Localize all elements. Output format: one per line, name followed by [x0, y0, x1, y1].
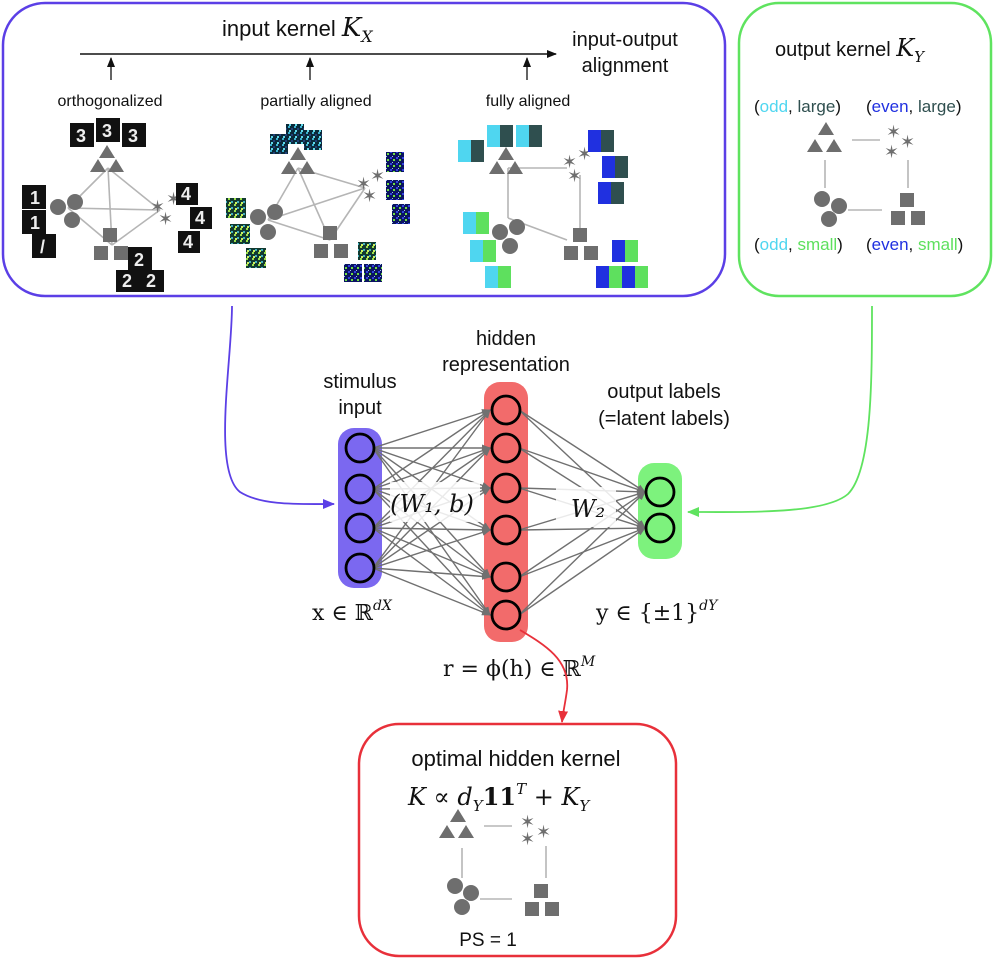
- svg-text:✶: ✶: [158, 209, 173, 229]
- svg-text:✶: ✶: [536, 822, 551, 842]
- output-kernel-box: [737, 1, 993, 298]
- output-labels-label-2: (=latent labels): [598, 408, 730, 430]
- r-formula: r = ϕ(h) ∈ ℝM: [443, 654, 596, 682]
- output-kernel-graph: ✶✶✶: [807, 122, 925, 227]
- ps-label: PS = 1: [459, 930, 517, 951]
- mnist-digits-1: 1 1 /: [22, 185, 56, 258]
- output-kernel-title: output kernel KY: [775, 34, 926, 66]
- mnist-digits-2: 2 2 2: [116, 247, 164, 292]
- graph-orthogonalized: ✶✶✶ 3 3 3 1 1 / 4 4 4 2 2 2: [22, 118, 212, 292]
- svg-text:✶: ✶: [562, 152, 577, 172]
- svg-text:✶: ✶: [356, 174, 371, 194]
- stage-label-orthogonalized: orthogonalized: [58, 93, 163, 110]
- input-kernel-title: input kernel KX: [222, 13, 373, 46]
- svg-text:3: 3: [102, 121, 112, 141]
- graph-fully-aligned: ✶✶✶: [458, 125, 648, 288]
- graph-partially-aligned: ✶✶✶: [226, 124, 410, 282]
- svg-text:✶: ✶: [150, 197, 165, 217]
- square-cluster: [94, 228, 128, 260]
- stage-label-partially-aligned: partially aligned: [260, 93, 371, 110]
- svg-text:1: 1: [30, 188, 40, 208]
- hidden-layer-bar: [484, 382, 528, 642]
- svg-text:✶: ✶: [886, 122, 901, 142]
- svg-text:✶: ✶: [370, 166, 385, 186]
- mnist-digits-4: 4 4 4: [176, 183, 212, 253]
- svg-text:2: 2: [122, 271, 132, 291]
- label-odd-large: (odd, large): [754, 97, 841, 116]
- axis-end-label: input-output: [572, 29, 678, 51]
- mnist-digits-3: 3 3 3: [70, 118, 146, 147]
- input-kernel-to-input-arrow: [224, 305, 335, 510]
- x-formula: x ∈ ℝdX: [312, 598, 393, 626]
- hidden-representation-label-2: representation: [442, 354, 570, 376]
- y-formula: y ∈ {±1}dY: [595, 598, 719, 626]
- w1-label: (W₁, b): [390, 490, 474, 518]
- svg-text:✶: ✶: [900, 132, 915, 152]
- label-odd-small: (odd, small): [754, 235, 843, 254]
- w2-label: W₂: [571, 495, 605, 523]
- axis-end-label-2: alignment: [582, 55, 669, 77]
- hidden-to-optimal-kernel-arrow: [519, 629, 569, 723]
- stimulus-input-label: stimulus: [323, 371, 396, 393]
- svg-text:4: 4: [195, 208, 205, 228]
- stimulus-input-label-2: input: [338, 397, 382, 419]
- svg-text:✶: ✶: [362, 186, 377, 206]
- svg-text:2: 2: [134, 250, 144, 270]
- output-neurons: [644, 476, 676, 544]
- svg-text:4: 4: [181, 184, 191, 204]
- svg-text:✶: ✶: [520, 812, 535, 832]
- input-kernel-box: [1, 1, 727, 298]
- optimal-kernel-title: optimal hidden kernel: [411, 746, 620, 771]
- optimal-kernel-box: [357, 722, 678, 958]
- svg-text:3: 3: [128, 126, 138, 146]
- noisy-digit-patches: [226, 124, 410, 282]
- stage-label-fully-aligned: fully aligned: [486, 93, 571, 110]
- label-even-small: (even, small): [866, 235, 963, 254]
- svg-text:/: /: [40, 237, 45, 257]
- svg-text:✶: ✶: [567, 166, 582, 186]
- input-neurons: [344, 432, 376, 584]
- svg-text:✶: ✶: [520, 829, 535, 849]
- hidden-neurons: [490, 394, 522, 631]
- circle-cluster: [50, 194, 83, 228]
- output-kernel-to-output-arrow: [687, 305, 873, 518]
- svg-text:3: 3: [76, 126, 86, 146]
- svg-text:✶: ✶: [884, 142, 899, 162]
- hidden-representation-label: hidden: [476, 328, 536, 350]
- optimal-kernel-graph: ✶✶✶: [439, 809, 559, 916]
- svg-text:2: 2: [146, 271, 156, 291]
- optimal-kernel-formula: K ∝ dY11T + KY: [407, 780, 591, 815]
- label-even-large: (even, large): [866, 97, 961, 116]
- output-labels-label: output labels: [607, 381, 720, 403]
- input-layer-bar: [338, 428, 382, 588]
- triangle-cluster: [90, 145, 124, 172]
- svg-text:1: 1: [30, 213, 40, 233]
- svg-text:4: 4: [183, 232, 193, 252]
- aligned-color-patches: [458, 125, 648, 288]
